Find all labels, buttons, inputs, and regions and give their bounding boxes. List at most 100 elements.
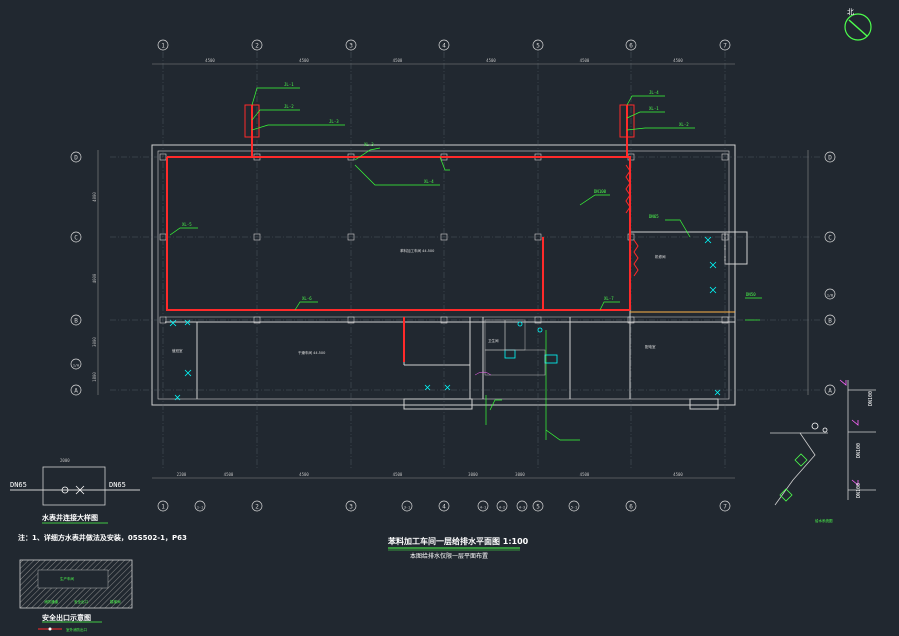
dimension-lines <box>97 63 809 479</box>
column-bubble-7-label: 7 <box>723 43 727 50</box>
row-bubble-A-label: A <box>74 388 78 395</box>
pipe-tag: XL-5 <box>182 222 192 227</box>
exit-detail-title: 安全出口示意图 <box>42 613 91 622</box>
drawing-title: 苯料加工车间一层给排水平面图 1:100 <box>387 536 529 546</box>
column-bubble-bottom-label: 1 <box>161 504 165 511</box>
valve-icon <box>61 486 69 494</box>
column-bubble-3: 3 <box>345 39 357 51</box>
row-bubble-B: B <box>70 314 82 326</box>
dimension-label: 3000 <box>92 337 97 347</box>
pipe-tag: JL-4 <box>649 90 659 95</box>
dimension-label: 4500 <box>580 58 590 63</box>
column-bubble-2-label: 2 <box>255 43 259 50</box>
column-bubble-bottom: 1 <box>157 500 169 512</box>
column-bubble-bottom: 4 <box>438 500 450 512</box>
room-label: 苯料加工车间 44.500 <box>400 248 434 253</box>
meter-left-label: DN65 <box>10 481 27 489</box>
meter-icon <box>75 485 85 495</box>
room-label: 干燥车间 44.500 <box>298 350 325 355</box>
column-bubble-bottom-label: 4-2 <box>499 506 505 510</box>
pipe-tag: XL-4 <box>424 179 434 184</box>
pipe-tag: XL-3 <box>364 142 374 147</box>
row-bubble-D-label: D <box>828 155 832 162</box>
plumbing-fixtures <box>169 236 721 401</box>
exit-sub2: 安全出口 <box>74 599 88 604</box>
pipe-tag: XL-7 <box>604 296 614 301</box>
meter-dim: 2000 <box>60 458 70 463</box>
grid-columns-bottom: 1 1-1 2 3 3-1 4 4-1 4-2 4-3 5 5-1 6 7 <box>157 500 731 512</box>
dimension-label: 4500 <box>299 472 309 477</box>
column-bubble-bottom-label: 5-1 <box>571 506 577 510</box>
column-bubble-bottom: 4-3 <box>516 500 528 512</box>
room-label: 机修间 <box>655 254 666 259</box>
column-bubble-bottom: 3-1 <box>401 500 413 512</box>
riser-label: 给水系统图 <box>815 518 833 523</box>
dimension-label: 4000 <box>92 192 97 202</box>
column-bubble-bottom-label: 4 <box>442 504 446 511</box>
drawing-subtitle: 本图给排水仅限一层平面布置 <box>410 552 488 560</box>
column-bubble-2: 2 <box>251 39 263 51</box>
row-bubble-extra-label: 1/A <box>73 364 80 368</box>
dimension-label: 4500 <box>205 58 215 63</box>
building-walls <box>151 144 748 410</box>
column-bubble-5-label: 5 <box>536 43 540 50</box>
column-bubble-bottom: 2 <box>251 500 263 512</box>
meter-detail-title: 水表井连接大样图 <box>42 513 98 522</box>
column-bubble-7: 7 <box>719 39 731 51</box>
pipe-tag: JL-1 <box>284 82 294 87</box>
column-bubble-5: 5 <box>532 39 544 51</box>
row-bubble-A-label: A <box>828 388 832 395</box>
column-bubble-bottom-label: 5 <box>536 504 540 511</box>
column-bubble-bottom-label: 4-3 <box>519 506 525 510</box>
column-bubble-4: 4 <box>438 39 450 51</box>
column-bubble-bottom: 6 <box>625 500 637 512</box>
dimension-label: 3000 <box>515 472 525 477</box>
exit-legend: 生产车间 <box>60 576 74 581</box>
dimension-label: 4500 <box>673 58 683 63</box>
column-bubble-6-label: 6 <box>629 43 633 50</box>
room-label: 配电室 <box>645 344 656 349</box>
dimension-label: 3000 <box>468 472 478 477</box>
meter-detail: 2000 DN65 DN65 水表井连接大样图 <box>10 458 140 524</box>
exit-legend-note: 室外消防出口 <box>66 627 87 632</box>
column-bubble-1: 1 <box>157 39 169 51</box>
dimension-label: 4500 <box>299 58 309 63</box>
column-bubble-bottom-label: 3 <box>349 504 353 511</box>
riser-tag: DN100 <box>856 483 862 498</box>
row-bubble-extra: 1/A <box>70 358 82 370</box>
dimension-label: 4500 <box>580 472 590 477</box>
dimension-label: 4500 <box>486 58 496 63</box>
room-label: 值班室 <box>172 348 183 353</box>
column-bubble-bottom: 4-2 <box>496 500 508 512</box>
column-bubble-bottom-label: 3-1 <box>404 506 410 510</box>
north-arrow-icon: 北 <box>844 8 872 41</box>
room-label: 卫生间 <box>488 338 499 343</box>
row-bubble-B: B <box>824 314 836 326</box>
column-bubble-bottom-label: 1-1 <box>197 506 203 510</box>
riser-diagram <box>770 379 876 506</box>
exit-detail: 生产车间 消防通道 安全出口 楼梯间 安全出口示意图 室外消防出口 <box>19 559 133 632</box>
dimension-label: 4500 <box>393 472 403 477</box>
pipe-shafts <box>244 104 635 138</box>
annotation-leaders <box>169 87 762 441</box>
pipe-tag-labels: JL-1JL-2JL-3JL-4XL-1XL-2XL-3XL-4XL-5XL-6… <box>182 82 756 301</box>
dimension-label: 4500 <box>393 58 403 63</box>
column-bubble-bottom: 1-1 <box>194 500 206 512</box>
riser-tag: DN100 <box>856 443 862 458</box>
row-bubble-extra-label: 1/B <box>827 294 833 298</box>
column-bubble-4-label: 4 <box>442 43 446 50</box>
row-bubble-B-label: B <box>74 318 78 325</box>
column-bubble-3-label: 3 <box>349 43 353 50</box>
column-bubble-bottom: 7 <box>719 500 731 512</box>
north-label: 北 <box>847 8 854 16</box>
dimension-label: 2200 <box>177 472 187 477</box>
column-bubble-1-label: 1 <box>161 43 165 50</box>
row-bubble-extra: 1/B <box>824 288 836 300</box>
row-bubble-C-label: C <box>74 235 78 242</box>
column-bubble-bottom-label: 4-1 <box>480 506 486 510</box>
